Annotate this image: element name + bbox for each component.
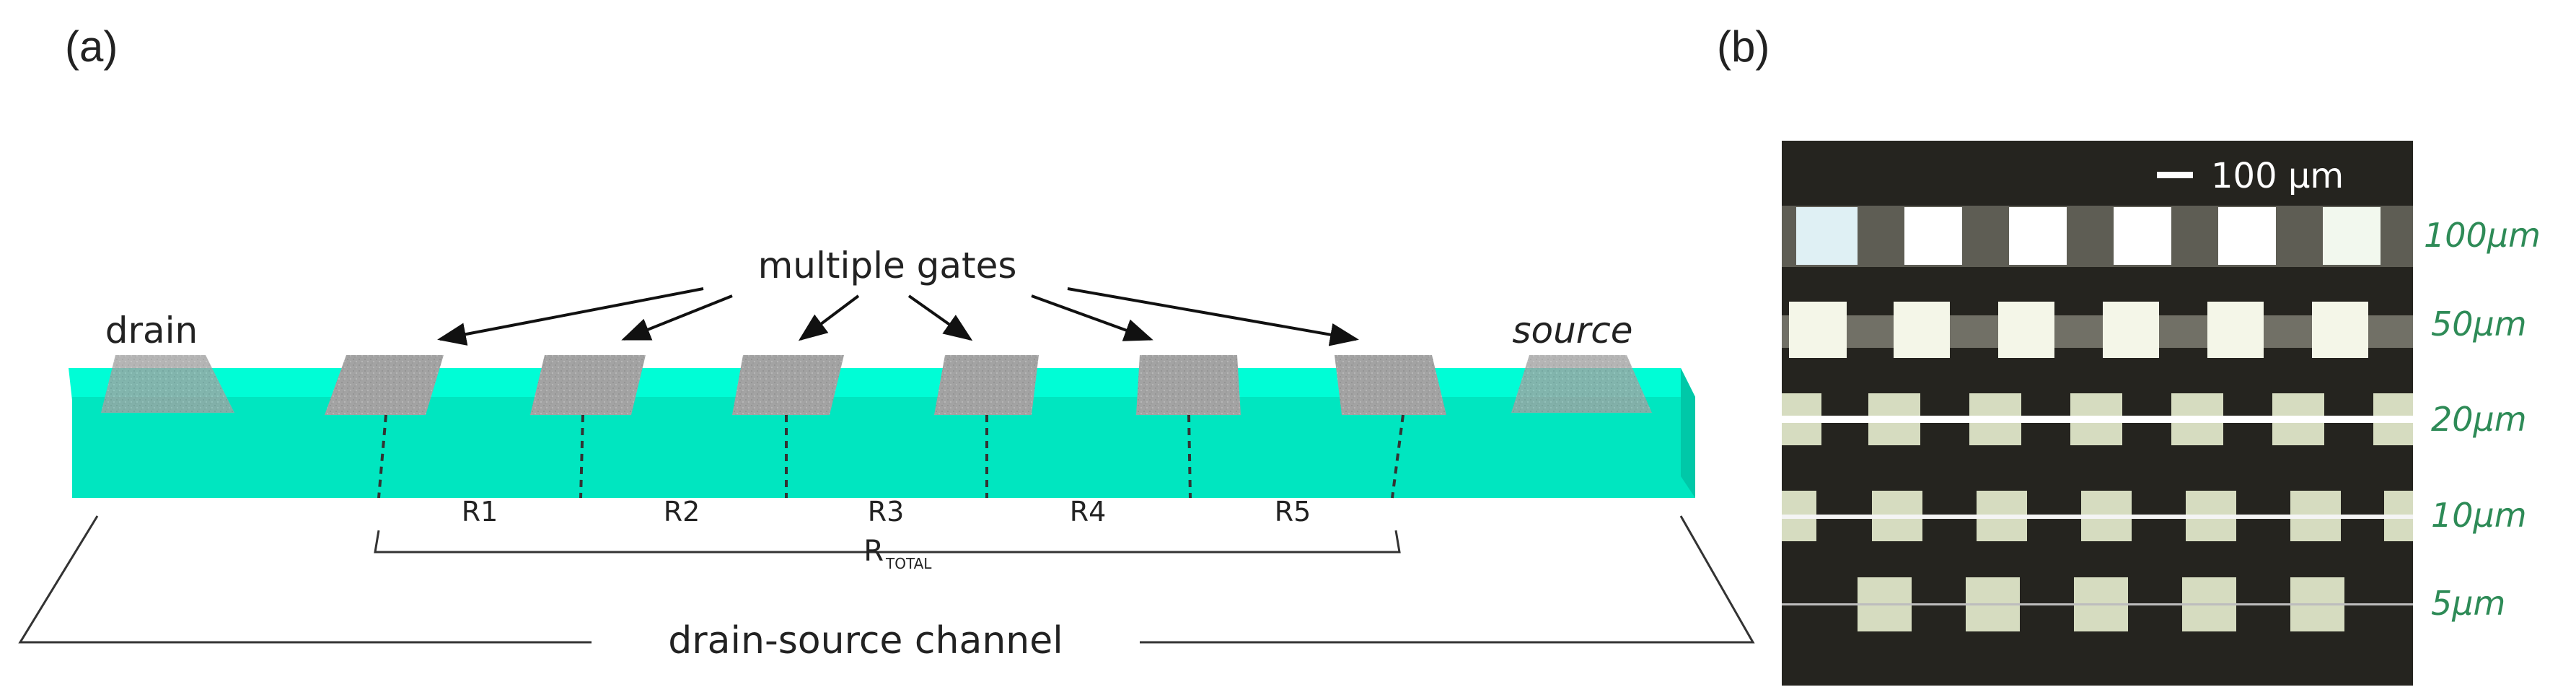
multiple-gates-label: multiple gates xyxy=(758,245,1017,286)
contacts xyxy=(101,355,1652,413)
r-total-label: R xyxy=(863,535,884,568)
row-label-50um: 50μm xyxy=(2431,305,2527,344)
gate-5 xyxy=(1136,355,1241,415)
pad xyxy=(2114,207,2171,265)
drain-source-channel-label: drain-source channel xyxy=(668,619,1063,662)
arrow-gate-6 xyxy=(1067,287,1359,346)
row-strip xyxy=(1782,315,2413,348)
gate-2 xyxy=(530,355,646,415)
pad xyxy=(1796,207,1858,265)
resistor-label-2: R2 xyxy=(664,496,700,528)
r-total-subscript: TOTAL xyxy=(885,555,932,572)
arrow-gate-5 xyxy=(1031,294,1153,341)
pad xyxy=(2218,207,2276,265)
dashed-line-6 xyxy=(1391,414,1405,499)
line-strip xyxy=(1782,416,2413,423)
scale-bar xyxy=(2157,172,2193,178)
drain-label: drain xyxy=(105,310,198,351)
pad xyxy=(2207,302,2264,358)
pad-row-5 xyxy=(1782,577,2413,631)
gate-arrows xyxy=(437,287,1359,346)
resistor-label-3: R3 xyxy=(868,496,905,528)
arrow-gate-1 xyxy=(437,287,704,346)
row-labels: 100μm 50μm 20μm 10μm 5μm xyxy=(2424,216,2541,623)
panel-a: (a) xyxy=(18,22,1755,662)
gate-6 xyxy=(1335,355,1446,415)
pad-row-20 xyxy=(1782,393,2413,445)
r-total-main: R xyxy=(863,535,884,568)
line-strip xyxy=(1782,603,2413,605)
gates xyxy=(325,355,1446,415)
channel-side-face xyxy=(1681,368,1695,498)
panel-a-label: (a) xyxy=(65,22,118,71)
pad-row-50 xyxy=(1782,302,2413,358)
channel-bracket-right xyxy=(1140,515,1755,644)
channel-top-face xyxy=(69,368,1695,401)
row-label-20um: 20μm xyxy=(2431,400,2527,439)
channel-bracket-left xyxy=(18,515,592,644)
gate-3 xyxy=(732,355,844,415)
pad-row-100 xyxy=(1782,206,2413,267)
arrow-gate-3 xyxy=(798,294,860,341)
resistor-label-1: R1 xyxy=(462,496,498,528)
scale-bar-label: 100 μm xyxy=(2211,156,2344,196)
source-label: source xyxy=(1512,310,1632,351)
pad xyxy=(2323,207,2381,265)
dashed-line-1 xyxy=(377,414,387,499)
pad xyxy=(1998,302,2054,358)
gate-4 xyxy=(934,355,1039,415)
panel-b: (b) 100 μm xyxy=(1717,22,2541,686)
micrograph: 100 μm xyxy=(1782,141,2413,686)
dashed-line-2 xyxy=(579,414,584,499)
pad xyxy=(2312,302,2368,358)
channel-front-face xyxy=(72,397,1695,498)
r-total-bracket xyxy=(374,530,1401,554)
resistor-label-4: R4 xyxy=(1070,496,1107,528)
pad xyxy=(1904,207,1962,265)
gate-dashed-lines xyxy=(377,414,1405,499)
pad xyxy=(2009,207,2067,265)
row-strip xyxy=(1782,206,2413,267)
pad xyxy=(1894,302,1950,358)
panel-b-label: (b) xyxy=(1717,22,1770,71)
resistor-labels: R1 R2 R3 R4 R5 xyxy=(462,496,1311,528)
arrow-gate-2 xyxy=(621,294,733,341)
source-contact xyxy=(1511,355,1652,413)
gate-1 xyxy=(325,355,444,415)
line-strip xyxy=(1782,515,2413,519)
row-label-100um: 100μm xyxy=(2424,216,2541,255)
drain-contact xyxy=(101,355,234,413)
arrow-gate-4 xyxy=(907,294,973,341)
resistor-label-5: R5 xyxy=(1275,496,1311,528)
pad xyxy=(2103,302,2159,358)
row-label-10um: 10μm xyxy=(2431,496,2527,535)
dashed-line-5 xyxy=(1187,414,1192,499)
row-label-5um: 5μm xyxy=(2431,584,2505,623)
channel-bar xyxy=(69,368,1695,498)
pad-row-10 xyxy=(1782,491,2413,541)
pad xyxy=(1789,302,1847,358)
